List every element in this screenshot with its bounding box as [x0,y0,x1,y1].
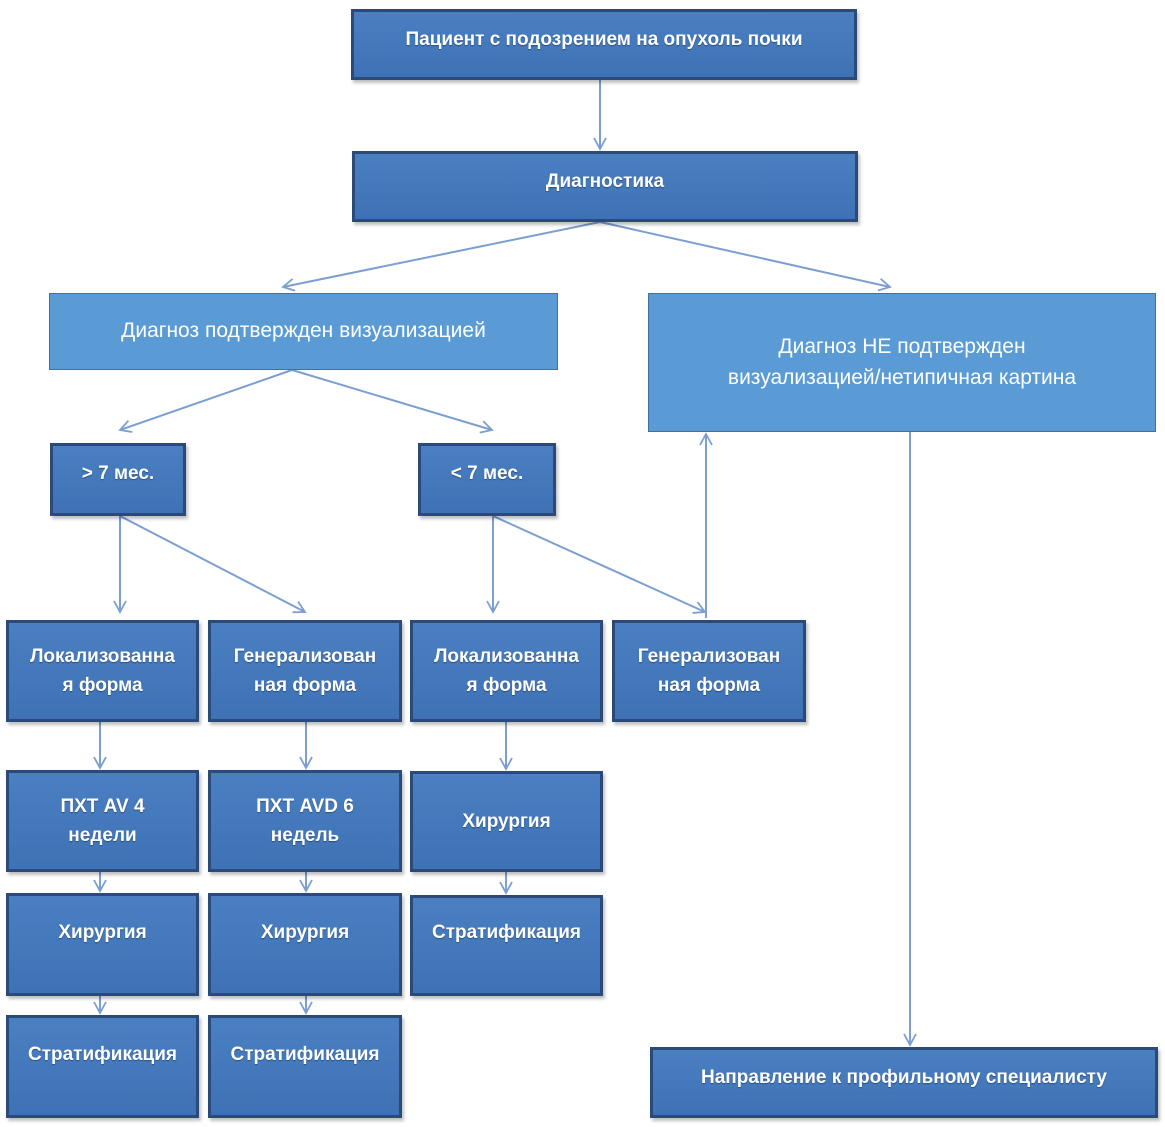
arrow-confirmed-to-under-7 [291,369,494,434]
generalized-form-node-a: Генерализован ная форма [208,620,402,722]
age-over-7-node: > 7 мес. [50,443,186,516]
diagnostics-node: Диагностика [352,151,858,222]
arrow-over-7-to-generalized-a [119,515,307,614]
stratification-node-a2: Стратификация [208,1015,402,1118]
referral-node: Направление к профильному специалисту [650,1047,1158,1118]
confirmed-node: Диагноз подтвержден визуализацией [49,293,558,370]
arrow-confirmed-to-over-7 [118,369,293,433]
age-under-7-node: < 7 мес. [418,443,556,516]
localized-form-node-a: Локализованна я форма [6,620,199,722]
localized-form-node-b: Локализованна я форма [410,620,603,722]
chemo-av-node: ПХТ AV 4 недели [6,770,199,872]
generalized-form-node-b: Генерализован ная форма [612,620,806,722]
arrow-under-7-to-generalized-b [492,515,707,614]
stratification-node-b: Стратификация [410,895,603,996]
arrow-diagnostics-to-not-confirmed [599,221,892,292]
surgery-node-b: Хирургия [410,771,603,872]
surgery-node-a: Хирургия [6,893,199,996]
surgery-node-a2: Хирургия [208,893,402,996]
not-confirmed-node: Диагноз НЕ подтвержден визуализацией/нет… [648,293,1156,432]
patient-node: Пациент с подозрением на опухоль почки [351,9,857,80]
stratification-node-a: Стратификация [6,1015,199,1118]
chemo-avd-node: ПХТ AVD 6 недель [208,770,402,872]
arrow-diagnostics-to-confirmed [281,221,601,292]
